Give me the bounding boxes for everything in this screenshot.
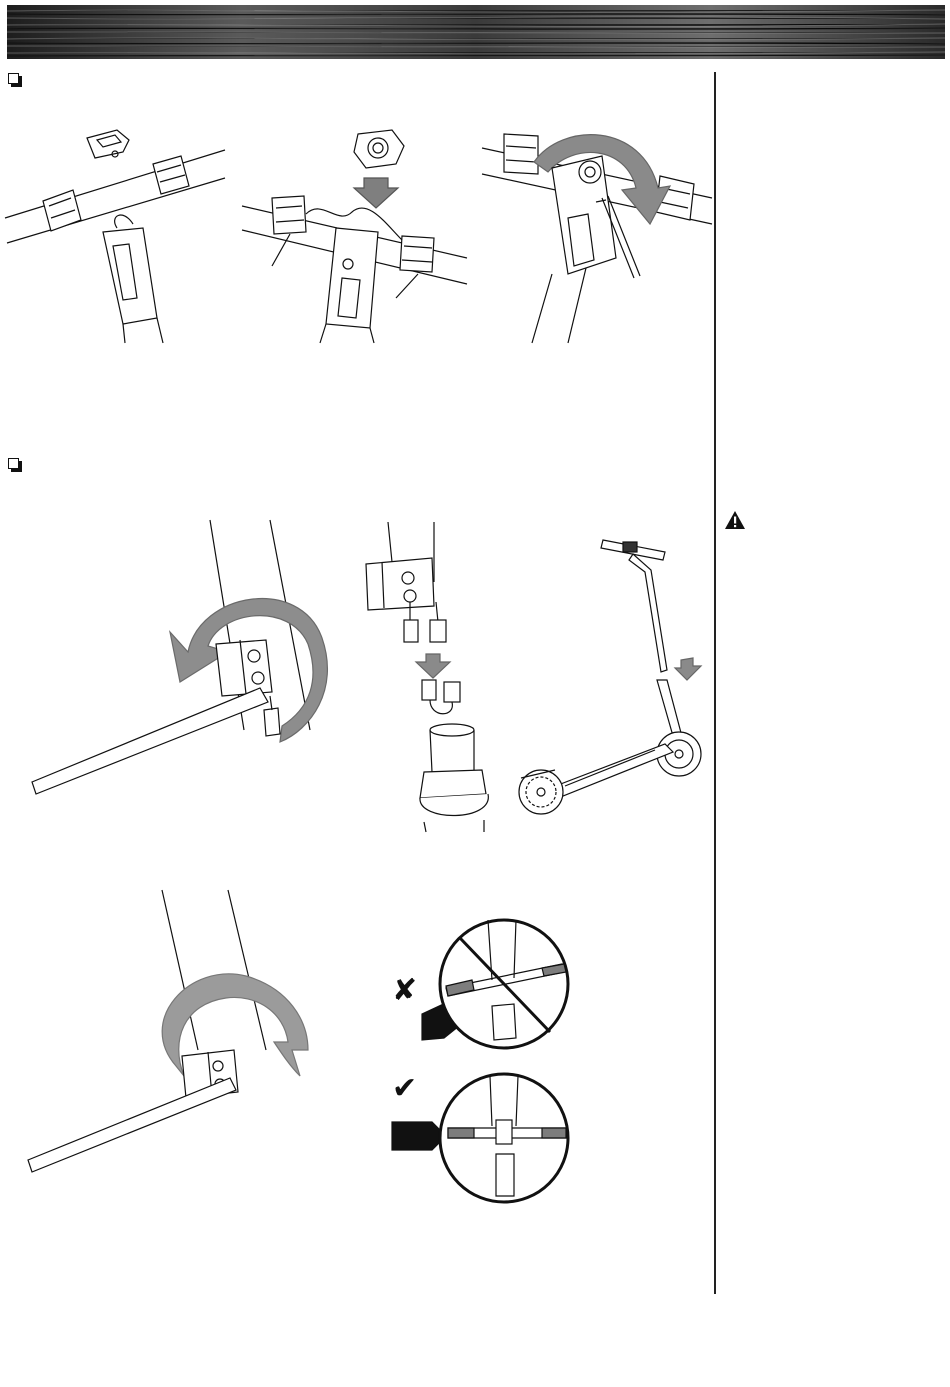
figure-display-insert (242, 128, 467, 343)
figure-hex-key-loosen (20, 520, 340, 795)
column-divider (714, 72, 716, 1294)
figure-cable-connect (360, 522, 520, 832)
figure-scooter-overview (515, 530, 710, 820)
svg-text:✔: ✔ (392, 1071, 417, 1106)
figure-alignment-correct: ✔ (390, 1070, 586, 1210)
warning-triangle-icon (724, 510, 746, 530)
figure-hex-key-tighten (20, 890, 320, 1175)
figure-display-rotate (482, 128, 712, 343)
section-checkbox-2[interactable] (8, 458, 19, 469)
header-banner (7, 5, 945, 59)
figure-alignment-incorrect: ✘ (392, 920, 572, 1052)
section-checkbox-1[interactable] (8, 73, 19, 84)
svg-text:✘: ✘ (392, 973, 417, 1008)
figure-display-detached (5, 128, 230, 343)
